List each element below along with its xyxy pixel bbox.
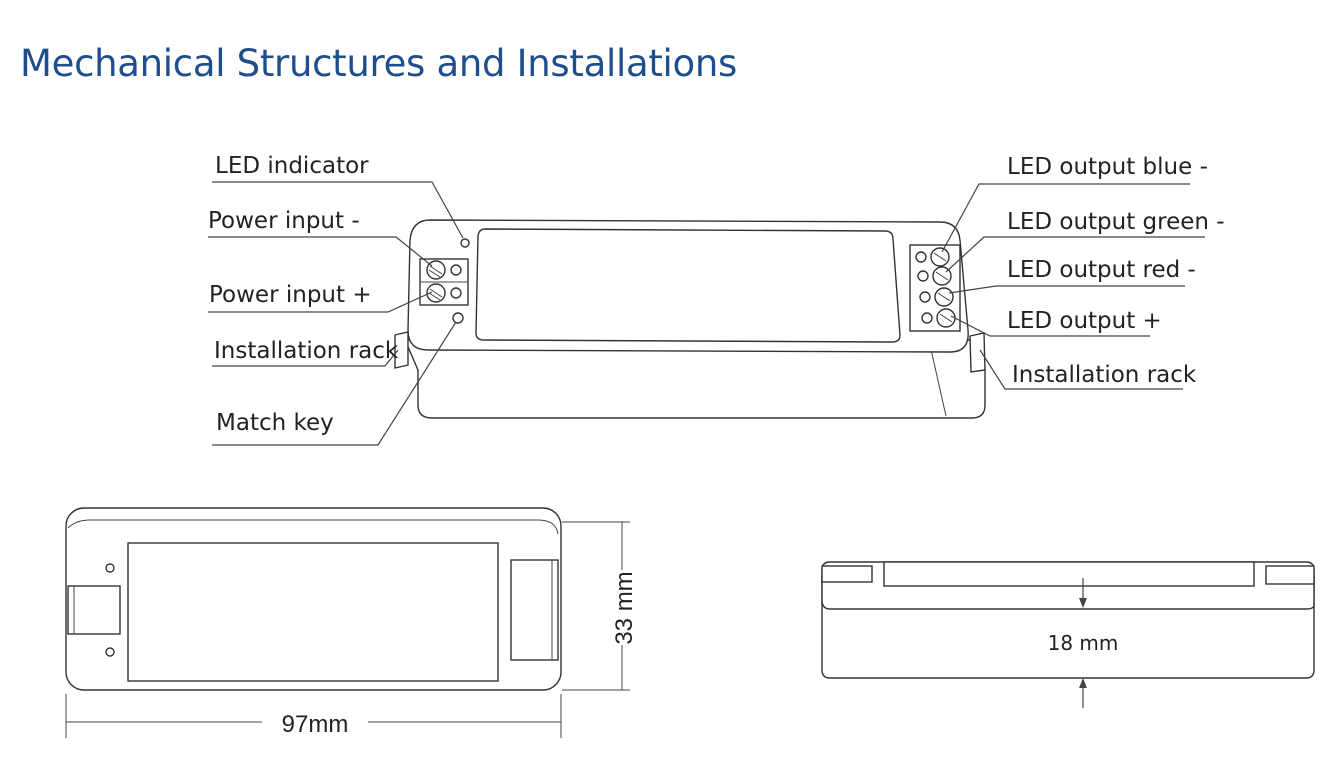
- dimension-width: 33 mm: [611, 571, 638, 644]
- device-3d-view: [394, 219, 986, 419]
- label-power-input-plus: Power input +: [209, 282, 372, 308]
- device-body-side: [403, 339, 986, 419]
- led-indicator-dot: [460, 238, 470, 248]
- device-edge-right: [929, 344, 947, 417]
- device-label-panel: [475, 228, 901, 343]
- label-installation-rack-left: Installation rack: [214, 338, 399, 364]
- page-title: Mechanical Structures and Installations: [20, 42, 737, 85]
- match-key-button: [452, 312, 464, 324]
- device-top-view: 33 mm 97mm: [65, 507, 638, 738]
- side-view-label-panel: [883, 561, 1255, 587]
- installation-rack-right-tab: [969, 332, 986, 373]
- label-led-output-plus: LED output +: [1007, 308, 1162, 334]
- top-view-right-terminal: [510, 559, 559, 661]
- callout-labels: LED indicator Power input - Power input …: [208, 153, 1225, 436]
- device-side-view: 18 mm: [821, 561, 1315, 708]
- label-power-input-minus: Power input -: [208, 208, 360, 234]
- label-led-indicator: LED indicator: [215, 153, 369, 179]
- top-view-label-panel: [127, 542, 499, 682]
- callout-leaders: [208, 181, 1205, 446]
- label-led-output-blue: LED output blue -: [1007, 154, 1208, 180]
- top-view-left-terminal: [67, 585, 121, 635]
- installation-rack-left-tab: [394, 331, 409, 369]
- dimension-length: 97mm: [282, 711, 349, 738]
- label-led-output-green: LED output green -: [1007, 209, 1225, 235]
- dimension-height: 18 mm: [1048, 631, 1119, 655]
- label-led-output-red: LED output red -: [1007, 257, 1196, 283]
- side-view-right-terminal: [1265, 565, 1315, 585]
- side-view-left-terminal: [821, 565, 873, 583]
- label-match-key: Match key: [216, 410, 334, 436]
- label-installation-rack-right: Installation rack: [1012, 362, 1197, 388]
